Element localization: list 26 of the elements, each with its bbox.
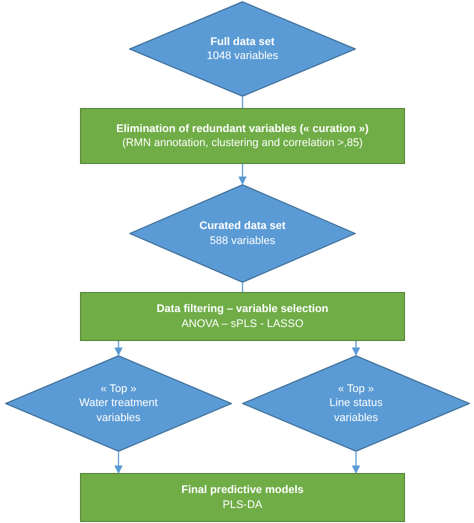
decision-diamond [129, 184, 356, 283]
decision-diamond [242, 355, 470, 452]
decision-diamond [5, 355, 232, 452]
arrow [238, 164, 247, 185]
process-box [80, 292, 405, 341]
node-text: Line status variables [328, 396, 384, 425]
node-text: Water treatment variables [78, 396, 159, 425]
node-title: Elimination of redundant variables (« curation ») [116, 122, 369, 136]
process-box [80, 108, 405, 164]
node-title: « Top » [100, 382, 136, 396]
arrow [352, 452, 360, 474]
node-title: « Top » [338, 382, 374, 396]
arrow [114, 452, 123, 474]
node-text: PLS-DA [222, 498, 262, 512]
process-box [80, 473, 405, 522]
node-text: (RMN annotation, clustering and correlation >,85) [122, 136, 363, 150]
node-title: Curated data set [199, 219, 286, 234]
node-title: Final predictive models [181, 483, 304, 498]
node-title: Data filtering – variable selection [156, 302, 328, 316]
decision-diamond [129, 1, 356, 97]
arrow [352, 341, 360, 356]
node-title: Full data set [210, 34, 275, 49]
node-text: ANOVA – sPLS - LASSO [181, 316, 304, 331]
arrow [114, 341, 123, 356]
node-text: 1048 variables [206, 49, 278, 64]
node-text: 588 variables [210, 234, 276, 248]
